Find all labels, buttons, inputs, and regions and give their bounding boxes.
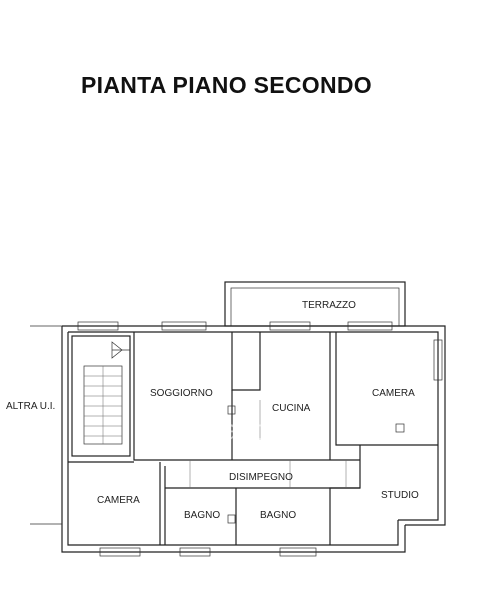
- watermark: casa.it: [175, 414, 262, 447]
- stair-block: [71, 335, 131, 457]
- label-studio: STUDIO: [381, 490, 419, 501]
- label-bagno-right: BAGNO: [260, 510, 296, 521]
- label-camera-right: CAMERA: [372, 388, 415, 399]
- label-terrazzo: TERRAZZO: [302, 300, 356, 311]
- fixtures: [189, 400, 405, 524]
- interior-walls: [68, 332, 438, 545]
- label-disimpegno: DISIMPEGNO: [229, 472, 293, 483]
- label-bagno-left: BAGNO: [184, 510, 220, 521]
- label-altra-ui: ALTRA U.I.: [6, 401, 55, 412]
- outer-walls: [30, 325, 446, 553]
- window-markers: [77, 321, 443, 557]
- label-cucina: CUCINA: [272, 403, 311, 414]
- label-camera-left: CAMERA: [97, 495, 140, 506]
- plan-title: PIANTA PIANO SECONDO: [81, 72, 372, 98]
- label-soggiorno: SOGGIORNO: [150, 388, 213, 399]
